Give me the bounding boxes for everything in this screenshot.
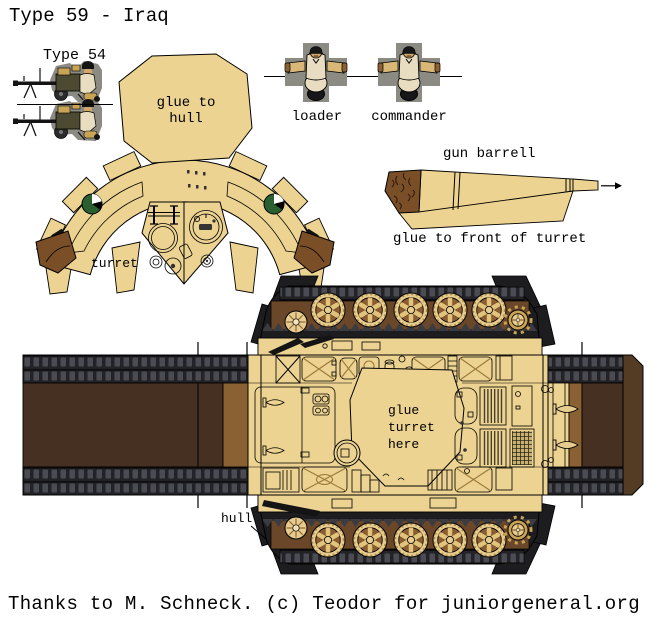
loader-hatch (148, 223, 178, 253)
commander-figure (377, 42, 441, 103)
glue-to-front-label: glue to front of turret (393, 231, 587, 247)
glue-turret-line3: here (388, 437, 420, 452)
hull-label: hull (221, 511, 253, 526)
page-title: Type 59 - Iraq (9, 5, 169, 27)
roundel-icon (81, 193, 103, 215)
type54-gun-figures (12, 60, 113, 142)
gun-barrel-label: gun barrell (443, 146, 536, 162)
glue-to-hull-line1: glue to (156, 95, 216, 111)
tank-hull-piece (22, 276, 644, 574)
rivet-dots (187, 170, 207, 190)
turret-label: turret (91, 256, 138, 271)
turret-piece (35, 150, 335, 295)
hull-pointer-line (250, 525, 267, 540)
gun-barrel-piece (384, 169, 622, 230)
loader-figure (284, 42, 348, 103)
glue-to-hull-piece (118, 53, 253, 164)
credit-label: Thanks to M. Schneck. (c) Teodor for jun… (8, 593, 640, 615)
glue-turret-line1: glue (388, 403, 420, 418)
driver-hatch (333, 439, 361, 467)
fold-tick-marks (197, 342, 583, 508)
commander-cupola (189, 210, 223, 244)
loader-label: loader (291, 109, 343, 125)
crew-figures (264, 42, 462, 103)
glue-to-hull-line2: hull (169, 111, 203, 128)
type54-label: Type 54 (43, 47, 107, 64)
glue-turret-line2: turret (388, 420, 435, 435)
roundel-icon (263, 193, 285, 215)
glue-turret-here-label: glue turret here (388, 402, 435, 453)
commander-label: commander (371, 109, 447, 125)
